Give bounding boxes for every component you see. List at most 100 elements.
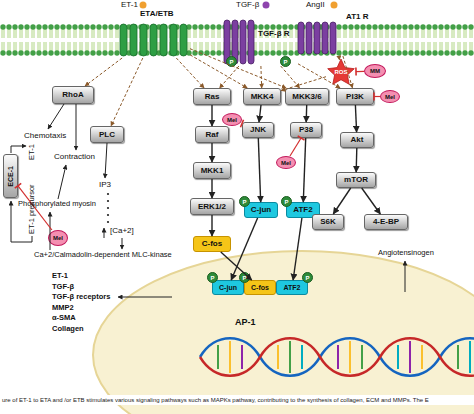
receptor-helix (120, 24, 127, 56)
phosphate-circle: P (207, 272, 218, 283)
text-label: [Ca+2] (110, 226, 134, 235)
signal-arrow (293, 218, 302, 280)
node-label: P (283, 59, 287, 65)
protein-box: ERK1/2 (190, 198, 234, 215)
protein-box: Raf (195, 126, 229, 143)
text-label: ET-1 precursor (28, 184, 37, 234)
connector-line (111, 58, 143, 126)
text-label: Collagen (52, 325, 84, 334)
inhibition-bar (355, 68, 357, 76)
receptor-helix (180, 24, 187, 56)
leader-arrow (50, 212, 51, 250)
connector-line (281, 77, 326, 91)
node-label: P (242, 199, 246, 205)
node-label: MKK3/6 (292, 93, 321, 101)
node-label: P (210, 275, 214, 281)
connector-line (333, 188, 350, 214)
transcription-factor-box: ATF2 (276, 280, 308, 295)
connector-line (298, 64, 340, 88)
text-label: MMP2 (52, 304, 74, 313)
inhibitor-oval: Mel (276, 156, 296, 169)
increase-arrow (104, 228, 105, 238)
leader-arrow (405, 261, 406, 292)
signal-arrow (281, 77, 326, 91)
signal-arrow (333, 188, 350, 214)
inhibitor-oval: Mel (380, 90, 400, 103)
signal-arrow (190, 49, 286, 88)
signal-arrow (355, 105, 356, 132)
receptor-helix (130, 24, 137, 56)
protein-box: ECE-1 (3, 154, 18, 198)
inhibitor-oval: MM (364, 64, 386, 78)
signal-arrow (303, 138, 305, 202)
node-label: P (229, 59, 233, 65)
protein-box: MKK1 (193, 162, 231, 179)
signal-arrow (176, 58, 204, 88)
connector-line (231, 218, 257, 280)
phosphate-circle: P (226, 56, 237, 67)
leader-arrow (105, 143, 107, 178)
node-label: JNK (250, 126, 266, 134)
node-label: ATF2 (284, 284, 301, 291)
signal-arrow (231, 218, 257, 280)
receptor-helix (170, 24, 177, 56)
transcription-factor-box: C-fos (193, 236, 231, 252)
ros-star: ROS (326, 60, 356, 84)
connector-line (356, 148, 358, 172)
signal-arrow (306, 105, 308, 122)
node-label: P38 (299, 126, 313, 134)
transcription-factor-box: C-jun (212, 280, 244, 295)
signal-arrow (111, 58, 143, 126)
connector-line (211, 215, 212, 236)
connector-line (211, 143, 212, 162)
receptor-helix (314, 22, 320, 54)
connector-line (362, 188, 381, 214)
node-label: Mel (227, 117, 237, 123)
leader-arrow (76, 104, 77, 150)
receptor: ETA/ETB (118, 10, 190, 58)
inhibition-bar (15, 183, 21, 188)
inhibition-line (356, 68, 364, 76)
receptor-helix (306, 22, 312, 54)
inhibition-bar (241, 120, 244, 127)
signal-arrow (190, 55, 247, 88)
protein-box: P38 (290, 122, 322, 138)
node-label: MKK4 (251, 93, 274, 101)
phosphate-circle: P (281, 196, 292, 207)
ligand-dot (263, 2, 270, 9)
nucleus: AP-1C-junC-fosATF2PPP (92, 250, 474, 414)
node-label: PI3K (346, 93, 364, 101)
node-label: P (305, 275, 309, 281)
node-label: TGF-β R (258, 30, 290, 38)
node-label: AP-1 (235, 318, 256, 327)
text-label: AngII (306, 0, 325, 9)
connector-line (176, 58, 204, 88)
text-label: Contraction (54, 152, 95, 161)
protein-box: MKK3/6 (285, 88, 329, 105)
connector-line (260, 66, 262, 88)
node-label: Mel (53, 235, 63, 241)
connector-line (259, 105, 261, 122)
receptor-helix (150, 24, 157, 56)
leader-arrow (118, 297, 172, 298)
dna-strand (200, 338, 474, 376)
protein-box: JNK (242, 122, 274, 138)
nucleus-outline (92, 250, 474, 414)
connector-line (338, 56, 340, 60)
text-label: Chemotaxis (24, 131, 66, 140)
text-label: TGF-β (52, 283, 74, 292)
connector-line (356, 71, 364, 72)
leader-arrows (11, 104, 405, 297)
dna-rungs (218, 341, 470, 373)
receptor-helix (330, 22, 336, 54)
protein-box: PI3K (336, 88, 374, 105)
protein-box: MKK4 (243, 88, 281, 105)
connector-line (220, 66, 239, 88)
signal-arrow (259, 105, 261, 122)
node-label: P (242, 275, 246, 281)
inhibitor-oval: Mel (222, 113, 242, 126)
signal-arrow (212, 143, 213, 162)
protein-box: Ras (193, 88, 231, 105)
